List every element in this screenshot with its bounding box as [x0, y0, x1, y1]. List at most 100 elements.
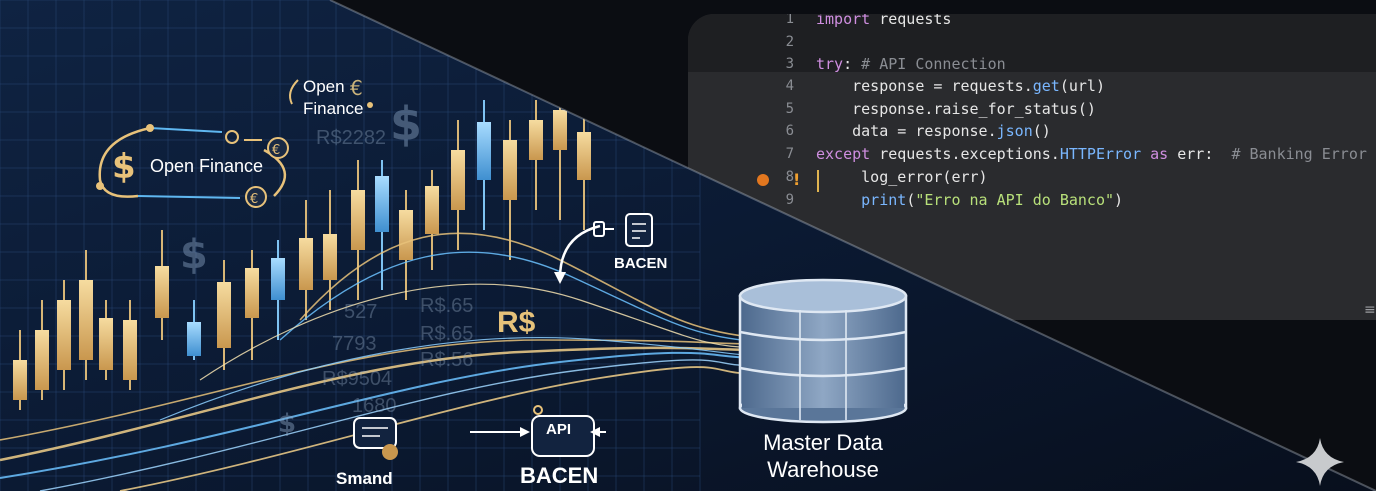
candle-body	[271, 258, 285, 300]
code-text: response = requests.get(url)	[816, 75, 1105, 97]
code-text: log_error(err)	[816, 166, 988, 188]
database-icon	[738, 278, 908, 424]
dollar-icon: $	[180, 232, 208, 278]
code-token: response = requests.	[816, 77, 1033, 95]
candle-body	[123, 320, 137, 380]
line-number: 4	[785, 78, 794, 94]
breakpoint-icon[interactable]	[757, 174, 769, 186]
code-line[interactable]: 5 response.raise_for_status()	[688, 98, 1376, 120]
code-text: except requests.exceptions.HTTPError as …	[816, 143, 1376, 165]
dollar-icon: $	[112, 147, 136, 187]
code-text: data = response.json()	[816, 120, 1051, 142]
euro-icon: €	[350, 76, 363, 100]
code-token: print	[861, 191, 907, 209]
warehouse-line2: Warehouse	[767, 457, 879, 482]
candle-body	[217, 282, 231, 348]
code-token: requests.exceptions.	[870, 145, 1060, 163]
data-stream	[299, 232, 761, 339]
code-token: (url)	[1059, 77, 1105, 95]
code-line[interactable]: 9 print("Erro na API do Banco")	[688, 189, 1376, 211]
code-line[interactable]: 7 except requests.exceptions.HTTPError as…	[688, 143, 1376, 165]
line-number: 9	[785, 192, 794, 208]
candle-body	[155, 266, 169, 318]
code-token: # Banking Error Han	[1231, 145, 1376, 163]
faded-value: 1680	[352, 395, 397, 417]
data-stream	[119, 366, 761, 491]
code-token: log_error(err)	[816, 168, 988, 186]
dollar-icon: $	[390, 97, 422, 151]
text-caret	[817, 170, 819, 192]
document-icon	[625, 213, 653, 247]
warning-icon: !	[793, 170, 801, 189]
candle-body	[375, 176, 389, 232]
code-line[interactable]: 2	[688, 31, 1376, 53]
code-text: print("Erro na API do Banco")	[816, 189, 1123, 211]
faded-value: R$.65	[420, 323, 473, 345]
code-token: get	[1032, 77, 1060, 95]
data-stream	[39, 359, 761, 491]
code-token: json	[996, 122, 1033, 140]
smart-label: Smand	[336, 469, 393, 488]
euro-icon: €	[272, 143, 280, 158]
data-stream	[159, 337, 761, 421]
code-token: except	[816, 145, 871, 163]
code-token: import	[816, 10, 871, 28]
code-line[interactable]: 4 response = requests.get(url)	[688, 75, 1376, 97]
bacen-top-label: BACEN	[614, 255, 667, 272]
code-token: "Erro na API do Banco"	[915, 191, 1115, 209]
code-token: )	[1114, 191, 1124, 209]
data-stream	[0, 346, 761, 462]
code-token: (	[906, 191, 916, 209]
candle-body	[425, 186, 439, 234]
code-editor-topbar	[688, 14, 1376, 72]
candle-body	[57, 300, 71, 370]
faded-value: R$.56	[420, 349, 473, 371]
candle-body	[399, 210, 413, 260]
code-text: response.raise_for_status()	[816, 98, 1096, 120]
line-number: 2	[785, 34, 794, 50]
warehouse-line1: Master Data	[763, 430, 884, 455]
candle-body	[529, 120, 543, 160]
line-number: 7	[785, 146, 794, 162]
candle-body	[79, 280, 93, 360]
candle-body	[323, 234, 337, 280]
open-finance-top-line1: Open	[303, 77, 345, 96]
candle-body	[451, 150, 465, 210]
data-stream	[0, 351, 761, 479]
menu-icon[interactable]: ≡	[1364, 302, 1376, 318]
code-token: response.raise_for_status()	[816, 100, 1096, 118]
code-token: data = response.	[816, 122, 997, 140]
candle-body	[35, 330, 49, 390]
candle-body	[187, 322, 201, 356]
code-token: :	[843, 55, 862, 73]
code-token: as	[1150, 145, 1169, 163]
card-icon	[353, 417, 397, 449]
candle-body	[245, 268, 259, 318]
bacen-bottom-label: BACEN	[520, 463, 598, 488]
line-number: 5	[785, 101, 794, 117]
open-finance-label: Open Finance	[150, 156, 263, 176]
candle-body	[299, 238, 313, 290]
candle-body	[13, 360, 27, 400]
candle-body	[577, 132, 591, 180]
faded-value: 7793	[332, 333, 377, 355]
currency-label: R$	[497, 306, 536, 339]
code-token: try	[816, 55, 844, 73]
candle-body	[351, 190, 365, 250]
euro-icon: €	[250, 192, 258, 207]
candle-body	[503, 140, 517, 200]
data-stream	[279, 251, 761, 343]
code-line[interactable]: 6 data = response.json()	[688, 120, 1376, 142]
dollar-icon: $	[278, 409, 296, 439]
code-token: # API Connection	[861, 55, 1006, 73]
code-token: ()	[1032, 122, 1051, 140]
api-label: API	[546, 421, 571, 438]
candle-body	[477, 122, 491, 180]
code-line[interactable]: 8 log_error(err)	[688, 166, 1376, 188]
sparkle-icon	[1296, 438, 1344, 486]
data-stream	[199, 283, 761, 381]
